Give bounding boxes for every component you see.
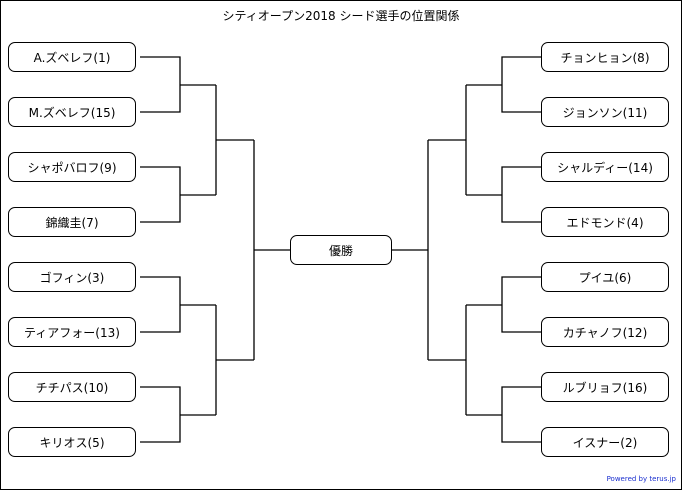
player-slot-left-7: チチパス(10) (8, 372, 136, 402)
bracket-connector (392, 140, 429, 360)
bracket-connector (466, 56, 541, 113)
player-slot-left-1: A.ズベレフ(1) (8, 42, 136, 72)
player-slot-right-8: イスナー(2) (541, 427, 669, 457)
player-slot-left-8: キリオス(5) (8, 427, 136, 457)
bracket-connector (428, 85, 467, 195)
player-slot-right-2: ジョンソン(11) (541, 97, 669, 127)
bracket-connector (140, 166, 216, 223)
player-slot-right-3: シャルディー(14) (541, 152, 669, 182)
bracket-connector (466, 166, 541, 223)
bracket-connector (215, 305, 254, 415)
player-slot-left-4: 錦織圭(7) (8, 207, 136, 237)
bracket-connector (140, 56, 216, 113)
champion-box: 優勝 (290, 235, 392, 265)
player-slot-left-5: ゴフィン(3) (8, 262, 136, 292)
player-slot-left-2: M.ズベレフ(15) (8, 97, 136, 127)
diagram-title: シティオープン2018 シード選手の位置関係 (222, 9, 460, 23)
bracket-connector (466, 386, 541, 443)
player-slot-right-7: ルブリョフ(16) (541, 372, 669, 402)
bracket-connector (140, 276, 216, 333)
player-slot-right-1: チョンヒョン(8) (541, 42, 669, 72)
bracket-connector (140, 386, 216, 443)
player-slot-right-6: カチャノフ(12) (541, 317, 669, 347)
player-slot-left-6: ティアフォー(13) (8, 317, 136, 347)
credit-link[interactable]: Powered by terus.jp (606, 475, 676, 483)
bracket-connector (428, 305, 467, 415)
bracket-connector (253, 140, 290, 360)
player-slot-left-3: シャポバロフ(9) (8, 152, 136, 182)
bracket-connector (215, 85, 254, 195)
bracket-connector (466, 276, 541, 333)
player-slot-right-5: プイユ(6) (541, 262, 669, 292)
player-slot-right-4: エドモンド(4) (541, 207, 669, 237)
